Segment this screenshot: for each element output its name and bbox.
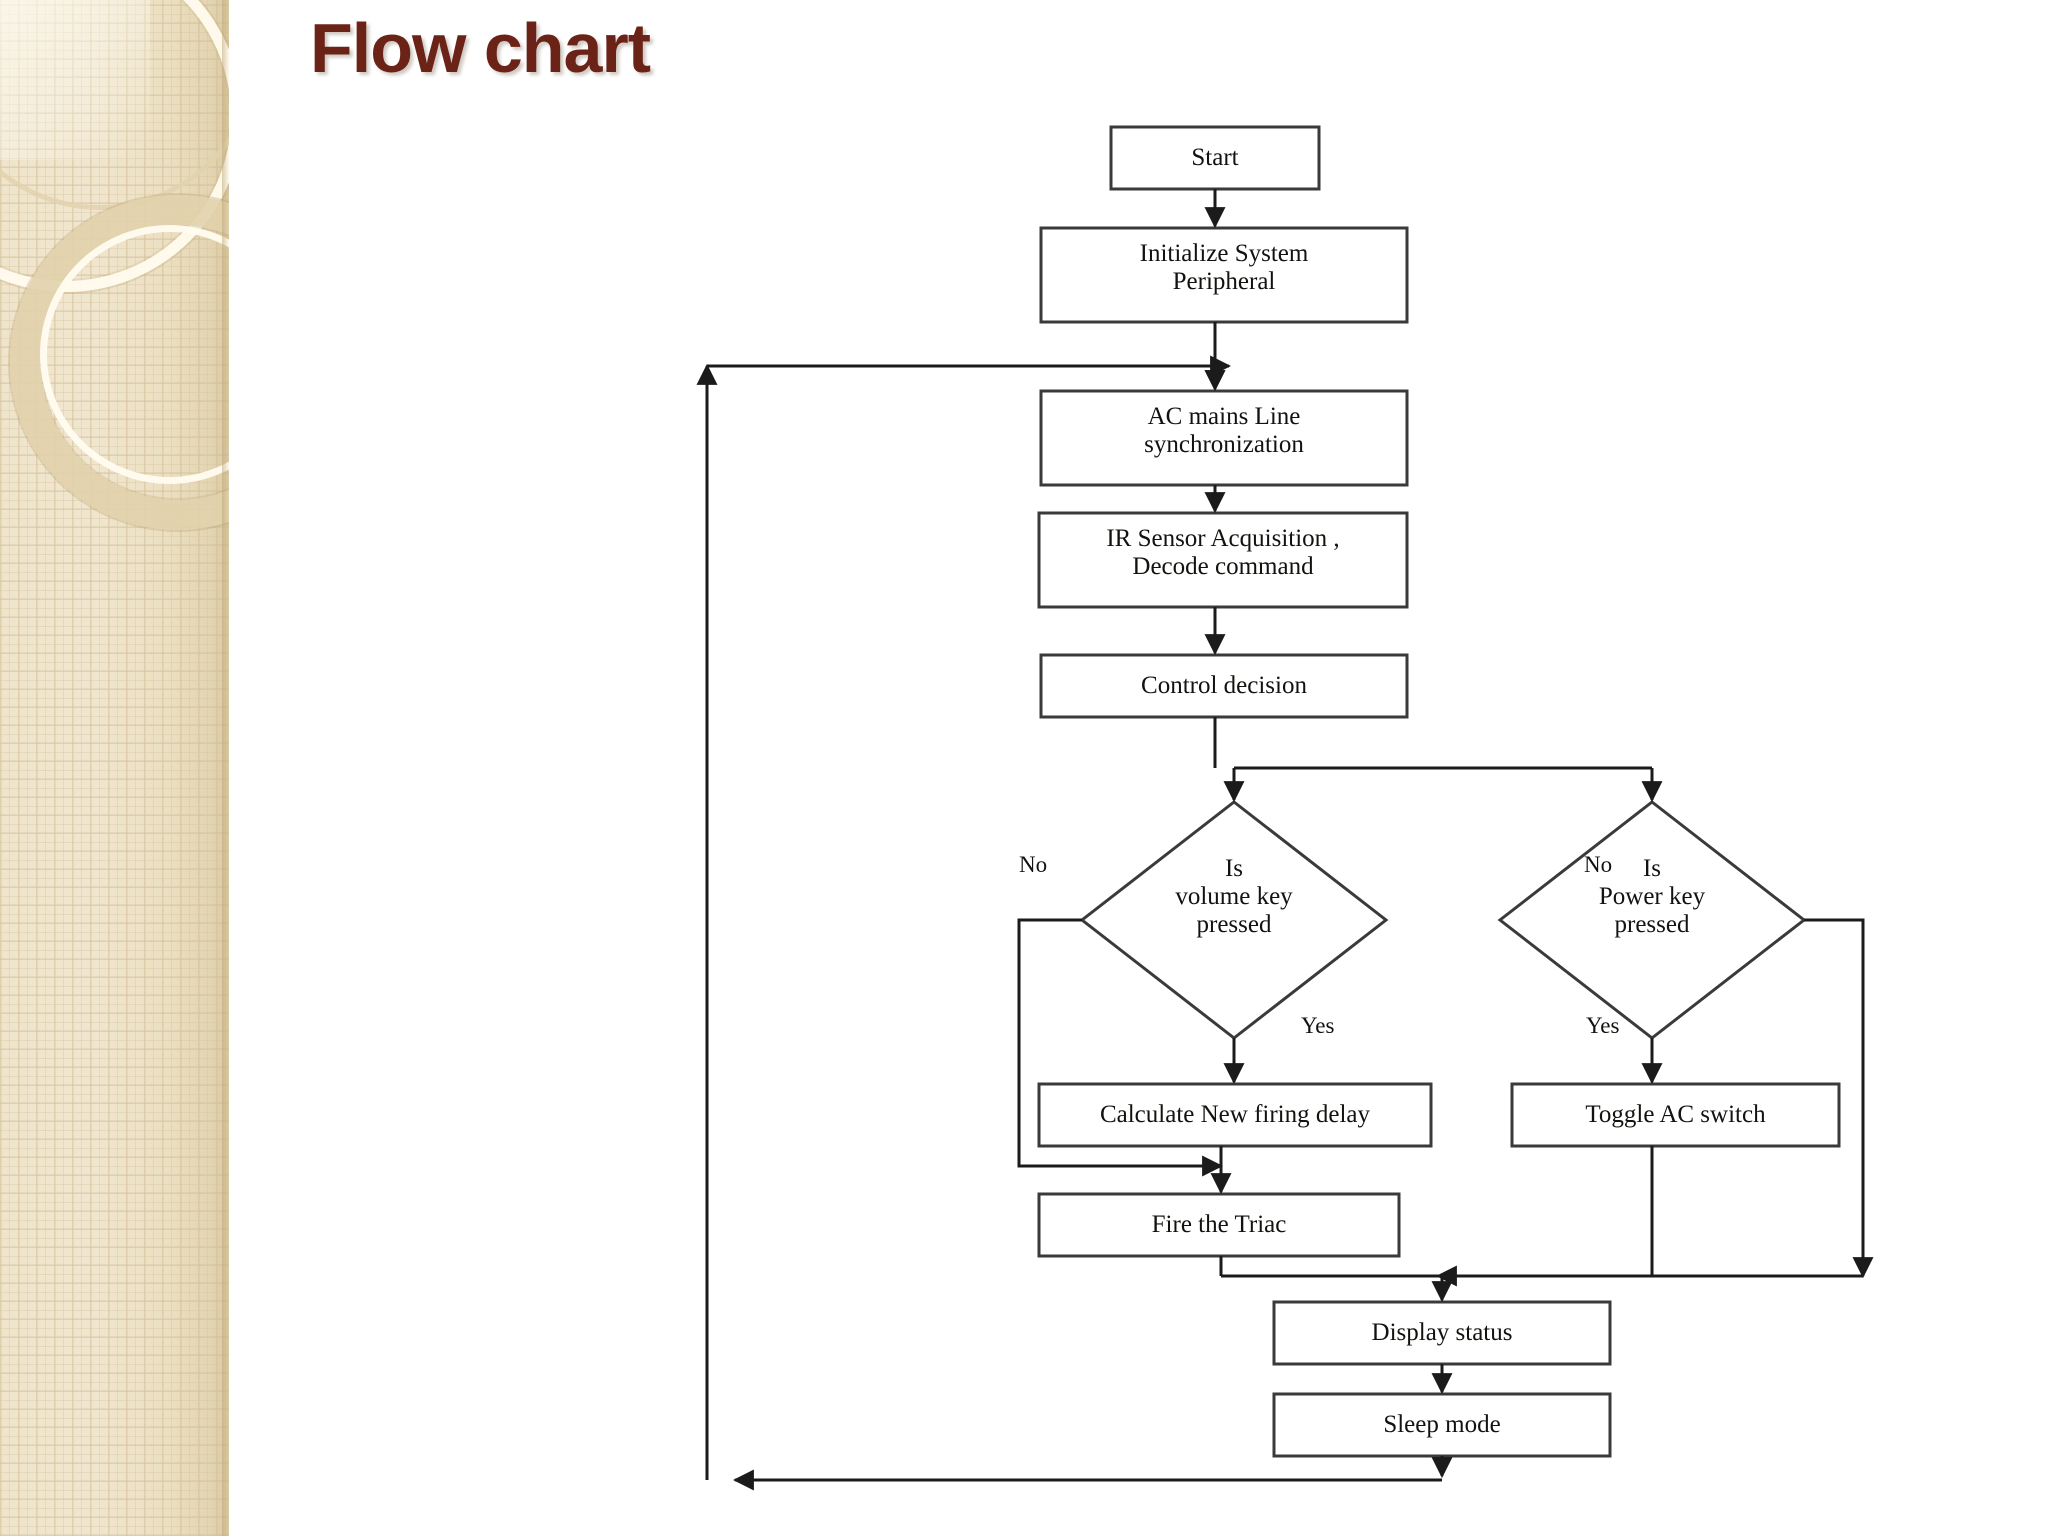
edge-volkey-no-path <box>1017 918 1217 1168</box>
edge-label-volume-yes: Yes <box>1301 1013 1335 1038</box>
sidebar-edge-shadow <box>222 0 229 1536</box>
node-init-shape <box>1039 226 1409 324</box>
decorative-ring-large-inner-icon <box>0 0 229 210</box>
node-start-shape <box>1109 125 1321 191</box>
node-display-shape <box>1272 1300 1612 1366</box>
node-acsync-shape <box>1039 389 1409 487</box>
edge-powkey-no-path <box>1804 918 1865 1272</box>
node-firetriac-shape <box>1037 1192 1401 1258</box>
node-volkey-shape <box>1079 800 1389 1040</box>
edge-label-volume-no: No <box>1019 852 1048 877</box>
node-ctrl-shape <box>1039 653 1409 719</box>
node-sleep-shape <box>1272 1392 1612 1458</box>
edge-label-power-yes: Yes <box>1586 1013 1620 1038</box>
edge-label-power-no: No <box>1584 852 1613 877</box>
node-calcdelay-shape <box>1037 1082 1433 1148</box>
flowchart-canvas: Start Initialize System Peripheral AC ma… <box>229 0 2048 1536</box>
flowchart-connectors-and-shapes <box>696 125 1874 1491</box>
node-powkey-shape <box>1497 800 1807 1040</box>
node-toggleac-shape <box>1510 1082 1841 1148</box>
page-title: Flow chart <box>310 9 651 87</box>
slide-decorative-sidebar <box>0 0 229 1536</box>
node-ir-shape <box>1037 511 1409 609</box>
